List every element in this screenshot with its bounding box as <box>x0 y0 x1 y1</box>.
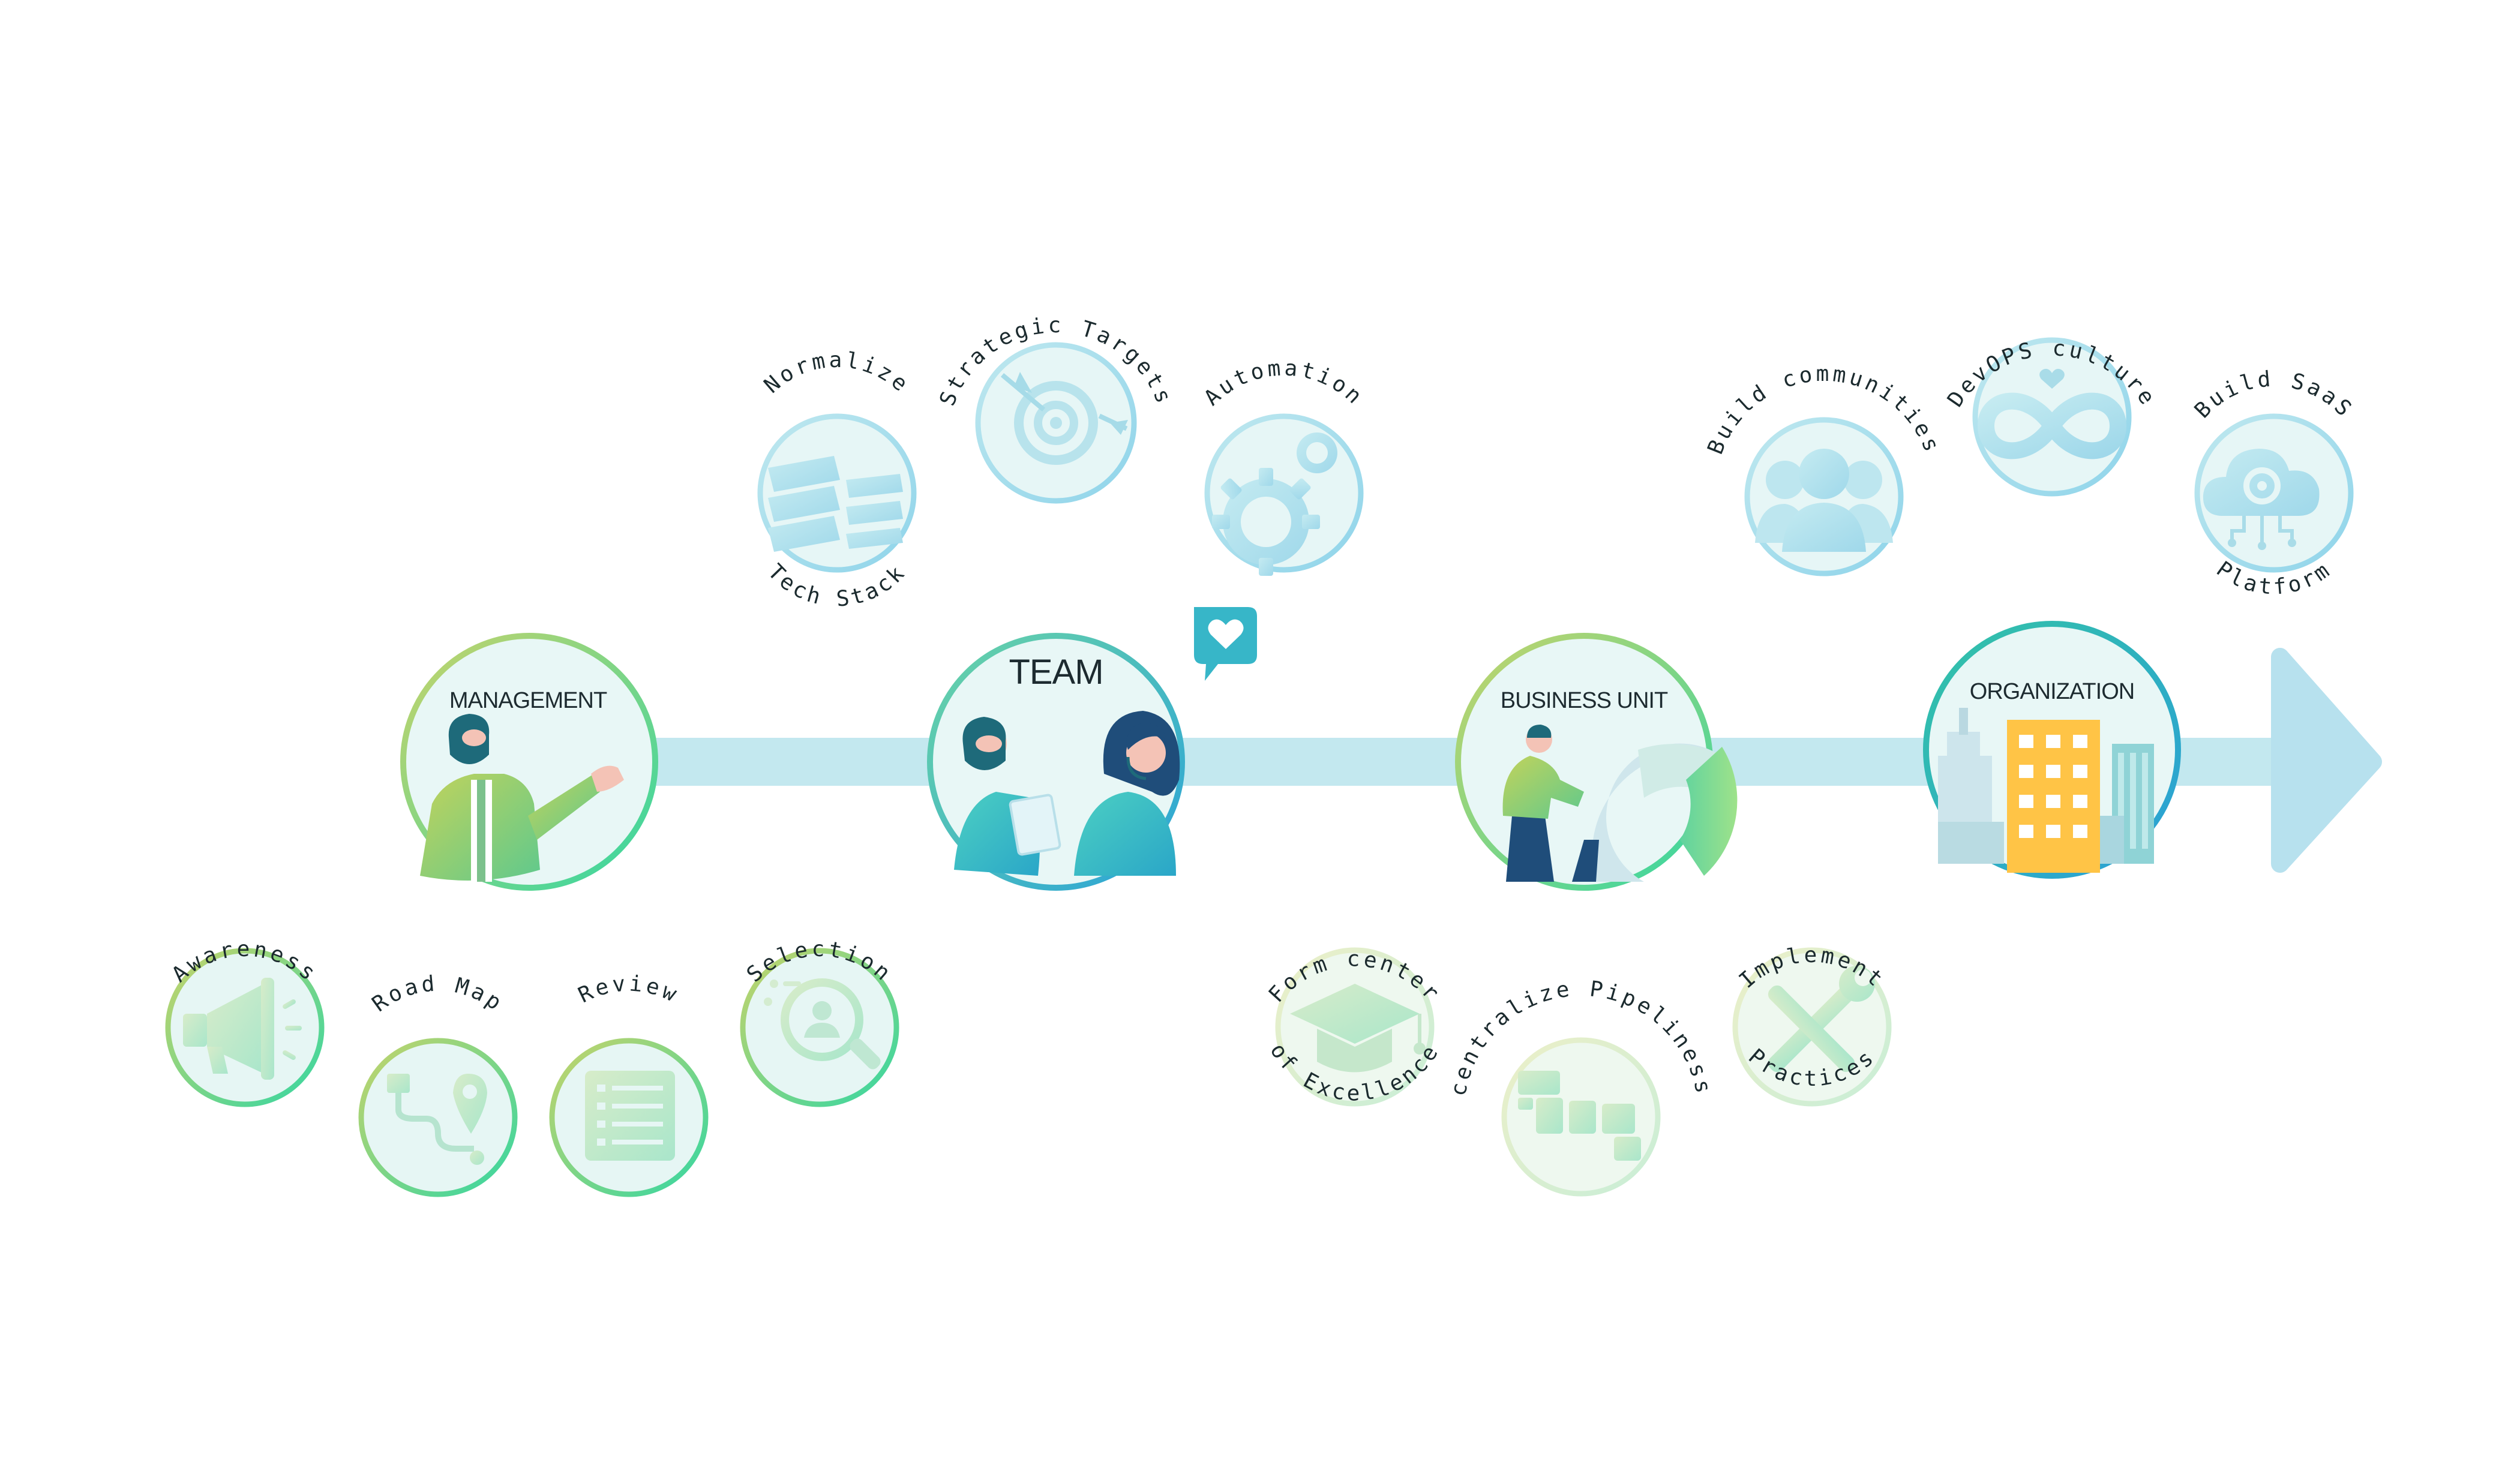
step-implement-practices: Implement Practices <box>1732 943 1892 1107</box>
step-build-saas-platform: Build SaaS Platform <box>2190 367 2355 599</box>
roadmap-icon <box>387 1074 487 1165</box>
business-chart-icon <box>1502 725 1738 882</box>
step-automation: Automation <box>1199 356 1369 576</box>
step-label-automation: Automation <box>1199 356 1366 410</box>
checklist-icon <box>585 1071 675 1161</box>
step-review: Review <box>549 971 709 1197</box>
step-centralize-pipelines: centralize Pipeliness <box>1446 977 1713 1197</box>
infinity-heart-icon <box>1977 368 2127 459</box>
search-candidate-icon <box>764 978 881 1070</box>
svg-text:Road Map: Road Map <box>368 971 508 1017</box>
step-devops-culture: DevOPS culture <box>1943 336 2158 497</box>
pipeline-blocks-icon <box>1518 1071 1641 1161</box>
step-roadmap: Road Map <box>358 971 518 1197</box>
megaphone-icon <box>183 978 302 1080</box>
svg-text:Normalize: Normalize <box>760 348 914 398</box>
stage-label-organization: ORGANIZATION <box>1970 679 2134 704</box>
step-strategic-targets: Strategic Targets <box>935 313 1174 504</box>
step-label-roadmap: Road Map <box>368 971 505 1017</box>
stage-management: MANAGEMENT <box>400 633 658 891</box>
step-center-of-excellence: Form center of Excellence <box>1264 947 1442 1107</box>
target-icon <box>1000 372 1128 465</box>
stack-layers-icon <box>768 456 903 552</box>
tools-icon <box>1768 966 1875 1073</box>
stage-team: TEAM <box>927 607 1257 891</box>
stage-organization: ORGANIZATION <box>1923 621 2181 879</box>
buildings-icon <box>1938 708 2154 873</box>
team-members-icon <box>954 711 1180 876</box>
stage-label-business-unit: BUSINESS UNIT <box>1501 688 1668 713</box>
graduation-cap-icon <box>1290 984 1426 1073</box>
step-awareness: Awareness <box>165 937 325 1107</box>
gears-icon <box>1212 432 1337 576</box>
step-selection: Selection <box>740 937 899 1107</box>
svg-text:Automation: Automation <box>1199 356 1369 410</box>
step-normalize-tech-stack: Normalize Tech Stack <box>757 348 917 612</box>
step-build-communities: Build communities <box>1703 362 1942 576</box>
stage-business-unit: BUSINESS UNIT <box>1455 633 1738 891</box>
heart-chat-icon <box>1194 607 1257 681</box>
stage-label-management: MANAGEMENT <box>449 688 607 713</box>
svg-text:Review: Review <box>575 971 683 1008</box>
step-label-review: Review <box>575 971 680 1008</box>
manager-figure-icon <box>420 714 624 882</box>
stage-label-team: TEAM <box>1009 653 1103 692</box>
step-label-normalize: Normalize <box>760 348 911 398</box>
community-icon <box>1755 449 1893 552</box>
cloud-gear-icon <box>2203 449 2320 550</box>
